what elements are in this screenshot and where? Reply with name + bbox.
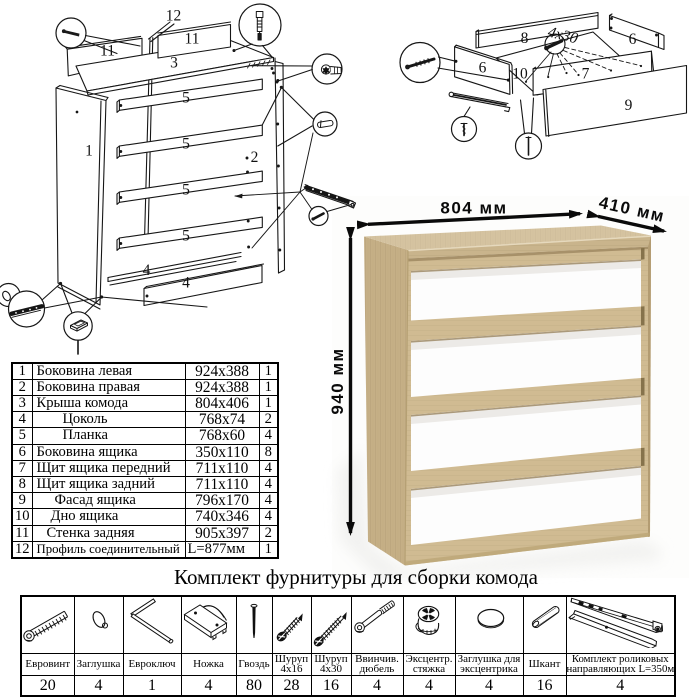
svg-text:3: 3 — [170, 55, 178, 72]
svg-text:4: 4 — [182, 275, 190, 292]
svg-text:5: 5 — [182, 136, 190, 153]
svg-text:2: 2 — [251, 149, 259, 166]
svg-text:11: 11 — [100, 43, 115, 60]
svg-text:12: 12 — [166, 8, 182, 25]
svg-text:7: 7 — [582, 66, 590, 83]
svg-text:804 мм: 804 мм — [440, 199, 507, 218]
svg-text:9: 9 — [625, 97, 633, 114]
svg-text:5: 5 — [182, 228, 190, 245]
svg-text:940 мм: 940 мм — [328, 347, 347, 414]
svg-text:8: 8 — [521, 30, 529, 47]
svg-text:5: 5 — [182, 90, 190, 107]
svg-text:11: 11 — [185, 31, 200, 48]
svg-text:4: 4 — [143, 262, 151, 279]
svg-text:6: 6 — [479, 60, 487, 77]
svg-text:10: 10 — [512, 66, 528, 83]
svg-text:4х30: 4х30 — [546, 24, 580, 48]
svg-text:6: 6 — [629, 31, 637, 48]
svg-text:5: 5 — [182, 182, 190, 199]
svg-text:1: 1 — [85, 143, 93, 160]
